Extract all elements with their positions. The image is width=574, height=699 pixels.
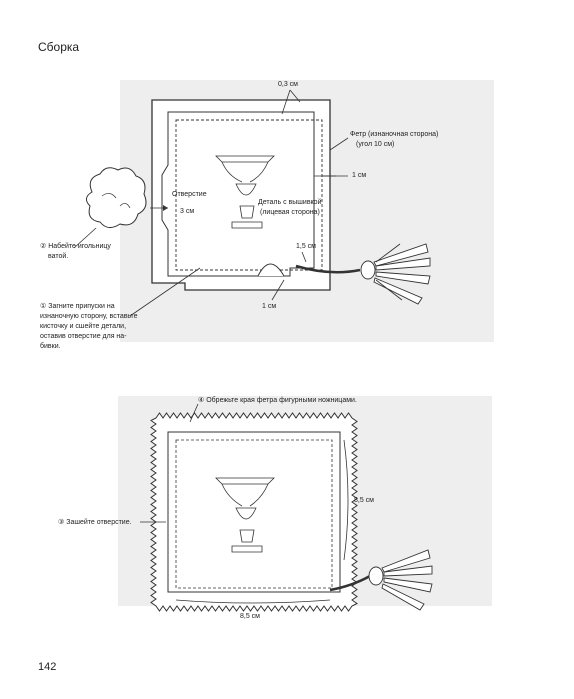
page-heading: Сборка	[38, 40, 80, 54]
embroidery-piece	[161, 111, 315, 277]
dim-bottom-label: 1 см	[262, 303, 277, 310]
embroidery-label-2: (лицевая сторона)	[260, 209, 320, 216]
tassel-cord-1	[295, 264, 361, 274]
step2-line1: ② Набейте игольницу	[40, 243, 111, 250]
opening-label-2: 3 см	[180, 208, 195, 215]
step1-line1: ① Загните припуски на	[40, 303, 115, 310]
tassel-cord-2	[329, 574, 371, 592]
dim-bottom-label-2: 8,5 см	[240, 613, 260, 620]
felt-label-1: Фетр (изнаночная сторона)	[350, 131, 439, 138]
seam-line	[175, 119, 323, 271]
seam-line-2	[175, 439, 333, 589]
step3-label: ③ Зашейте отверстие.	[58, 519, 132, 526]
opening-notch	[257, 263, 285, 277]
vase-embroidery-1	[215, 155, 275, 229]
step1-line5: бивки.	[40, 343, 61, 350]
page-number: 142	[38, 661, 57, 673]
embroidery-label-1: Деталь с вышивкой	[258, 199, 322, 206]
vase-embroidery-2	[215, 477, 275, 553]
felt-label-2: (угол 10 см)	[356, 141, 395, 148]
opening-label-1: Отверстие	[172, 191, 207, 198]
step1-line2: изнаночную сторону, вставьте	[40, 313, 138, 320]
step1-line3: кисточку и сшейте детали,	[40, 323, 127, 330]
dim-top-label: 0,3 см	[278, 81, 298, 88]
tassel-2	[368, 549, 433, 611]
felt-fold	[152, 282, 186, 290]
dim-right-label-2: 8,5 см	[354, 497, 374, 504]
cotton-filling	[86, 167, 147, 228]
step2-line2: ватой.	[48, 253, 69, 260]
step4-label: ④ Обрежьте края фетра фигурными ножницам…	[198, 397, 357, 404]
dim-tassel-label: 1,5 см	[296, 243, 316, 250]
tassel-1	[360, 243, 431, 305]
step1-line4: оставив отверстие для на-	[40, 333, 127, 340]
dim-right-label: 1 см	[352, 172, 367, 179]
